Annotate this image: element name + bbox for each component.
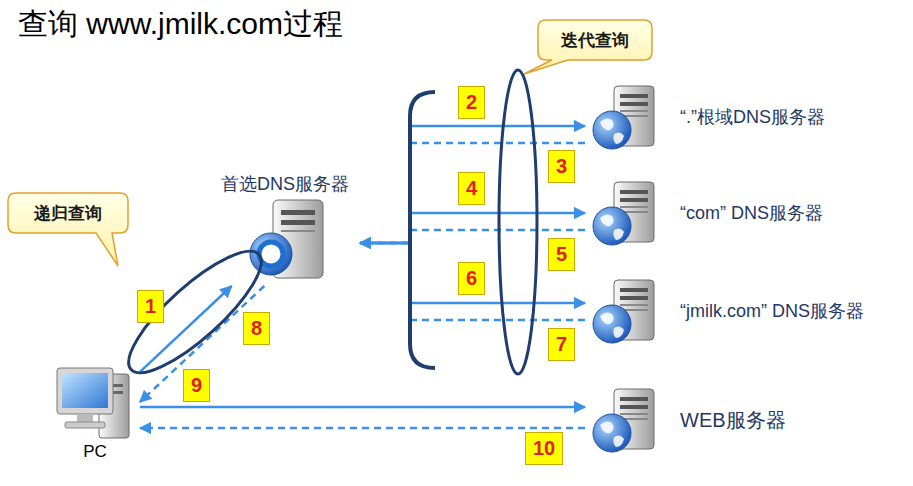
node-label: “.”根域DNS服务器 xyxy=(680,105,825,129)
reply-arrow xyxy=(360,143,585,243)
server-node: WEB服务器 xyxy=(585,385,786,455)
callout-label: 递归查询 xyxy=(8,193,128,233)
callout-number: 1 xyxy=(137,290,164,323)
server-icon xyxy=(593,182,654,245)
node-label: PC xyxy=(50,442,140,462)
callout-number: 6 xyxy=(458,262,485,295)
callout-number: 3 xyxy=(548,150,575,183)
recursive-ellipse xyxy=(114,235,277,389)
callout-bubble xyxy=(524,20,652,74)
callout-number: 4 xyxy=(458,172,485,205)
reply-arrow xyxy=(140,427,585,430)
callout-number: 2 xyxy=(458,86,485,119)
server-node: “com” DNS服务器 xyxy=(585,178,823,248)
dns-server-node: 首选DNS服务器 xyxy=(210,172,360,286)
server-icon xyxy=(593,86,654,149)
node-label: “jmilk.com” DNS服务器 xyxy=(680,299,864,323)
node-label: “com” DNS服务器 xyxy=(680,201,823,225)
server-icon xyxy=(593,280,654,343)
query-arrow xyxy=(360,126,585,243)
callout-number: 8 xyxy=(243,312,270,345)
pc-icon xyxy=(57,368,129,438)
server-node: “jmilk.com” DNS服务器 xyxy=(585,276,864,346)
callout-number: 5 xyxy=(548,238,575,271)
pc-node: PC xyxy=(50,362,140,462)
node-label: WEB服务器 xyxy=(680,407,786,434)
callout-number: 10 xyxy=(525,432,563,465)
callout-number: 7 xyxy=(548,328,575,361)
iterative-ellipse xyxy=(499,70,537,374)
server-node: “.”根域DNS服务器 xyxy=(585,82,825,152)
callout-label: 迭代查询 xyxy=(538,20,652,60)
diagram-title: 查询 www.jmilk.com过程 xyxy=(18,4,343,45)
callout-bubble xyxy=(8,193,128,266)
bracket xyxy=(410,92,435,368)
query-arrow xyxy=(140,406,585,409)
server-icon xyxy=(593,389,654,452)
node-label: 首选DNS服务器 xyxy=(210,172,360,196)
callout-number: 9 xyxy=(183,369,210,402)
